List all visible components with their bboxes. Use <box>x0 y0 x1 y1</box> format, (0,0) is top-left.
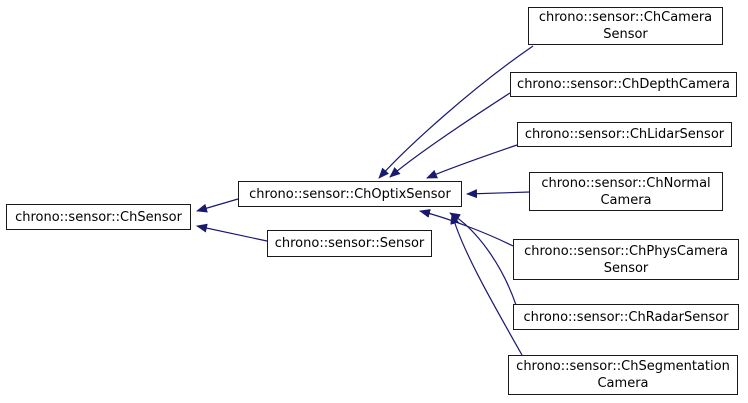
inheritance-edge-ch-lidar-sensor-to-ch-optix-sensor <box>426 144 518 179</box>
inheritance-edge-sensor-to-ch-sensor <box>196 223 268 242</box>
class-node-label: chrono::sensor::ChPhysCamera <box>524 243 728 259</box>
inheritance-edge-ch-normal-camera-to-ch-optix-sensor <box>466 189 531 199</box>
class-node-label: chrono::sensor::Sensor <box>274 236 425 251</box>
class-node-sensor[interactable]: chrono::sensor::Sensor <box>267 230 432 257</box>
class-node-ch-lidar-sensor[interactable]: chrono::sensor::ChLidarSensor <box>517 122 732 147</box>
class-node-label: chrono::sensor::ChOptixSensor <box>249 186 451 202</box>
class-node-ch-radar-sensor[interactable]: chrono::sensor::ChRadarSensor <box>513 304 739 330</box>
class-node-label: chrono::sensor::ChSegmentation <box>516 359 730 374</box>
class-node-label: chrono::sensor::ChCamera <box>538 10 713 25</box>
class-node-ch-sensor[interactable]: chrono::sensor::ChSensor <box>6 204 191 230</box>
class-node-label: chrono::sensor::ChSensor <box>15 209 182 225</box>
class-node-ch-optix-sensor[interactable]: chrono::sensor::ChOptixSensor <box>238 181 462 207</box>
inheritance-edge-ch-depth-camera-to-ch-optix-sensor <box>389 92 511 178</box>
class-node-label: Sensor <box>603 260 649 276</box>
inheritance-edge-ch-phys-camera-sensor-to-ch-optix-sensor <box>419 209 514 247</box>
inheritance-edge-ch-optix-sensor-to-ch-sensor <box>196 198 239 213</box>
class-node-label: chrono::sensor::ChNormal <box>541 175 711 191</box>
class-node-label: Camera <box>600 192 652 208</box>
class-node-label: Sensor <box>603 27 648 42</box>
inheritance-edge-ch-radar-sensor-to-ch-optix-sensor <box>449 212 517 306</box>
inheritance-edge-ch-segmentation-camera-to-ch-optix-sensor <box>450 213 523 356</box>
class-node-ch-depth-camera[interactable]: chrono::sensor::ChDepthCamera <box>510 72 737 97</box>
inheritance-edge-ch-camera-sensor-to-ch-optix-sensor <box>378 45 534 179</box>
class-node-label: chrono::sensor::ChRadarSensor <box>523 309 729 325</box>
class-node-label: Camera <box>597 376 649 391</box>
class-node-label: chrono::sensor::ChLidarSensor <box>524 127 725 142</box>
class-node-label: chrono::sensor::ChDepthCamera <box>517 77 730 92</box>
